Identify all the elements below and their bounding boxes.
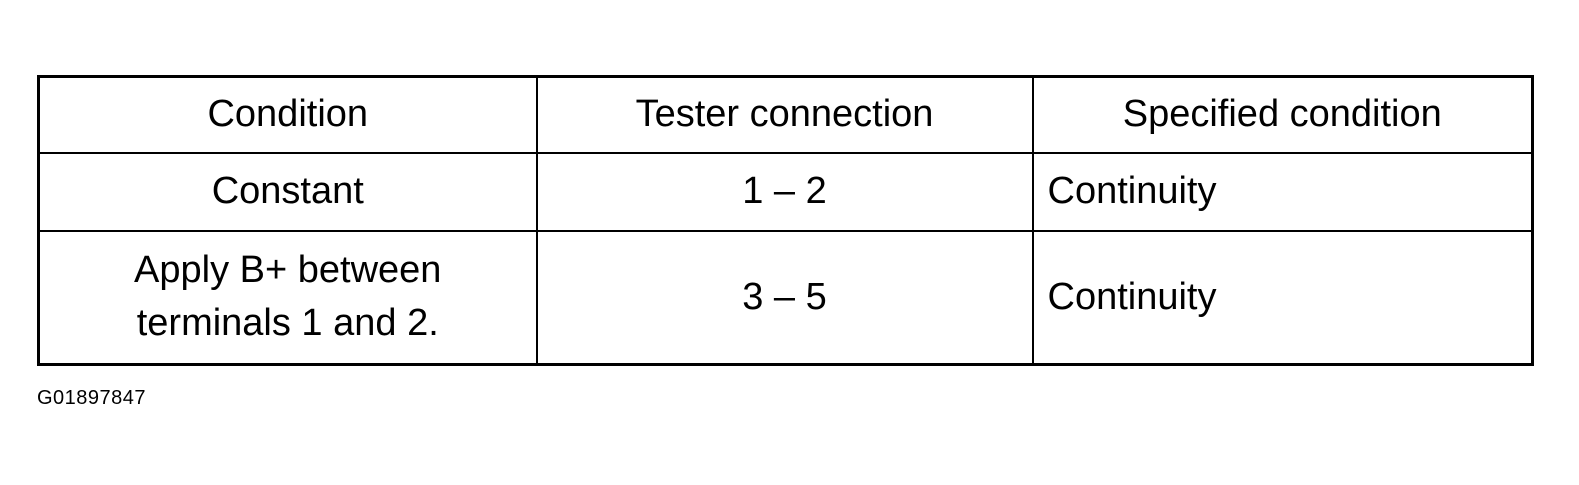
cell-condition: Constant [37,151,538,232]
header-tester-connection: Tester connection [535,75,1034,154]
cell-condition: Apply B+ between terminals 1 and 2. [37,229,538,366]
table-row: Constant 1 – 2 Continuity [37,151,1534,232]
table-header-row: Condition Tester connection Specified co… [37,75,1534,154]
header-specified-condition: Specified condition [1031,75,1534,154]
specification-table: Condition Tester connection Specified co… [37,75,1534,366]
figure-code: G01897847 [37,387,147,409]
cell-tester-connection: 3 – 5 [535,229,1034,366]
cell-specified-condition: Continuity [1031,151,1534,232]
header-condition: Condition [37,75,538,154]
cell-tester-connection: 1 – 2 [535,151,1034,232]
cell-specified-condition: Continuity [1031,229,1534,366]
table-row: Apply B+ between terminals 1 and 2. 3 – … [37,229,1534,366]
